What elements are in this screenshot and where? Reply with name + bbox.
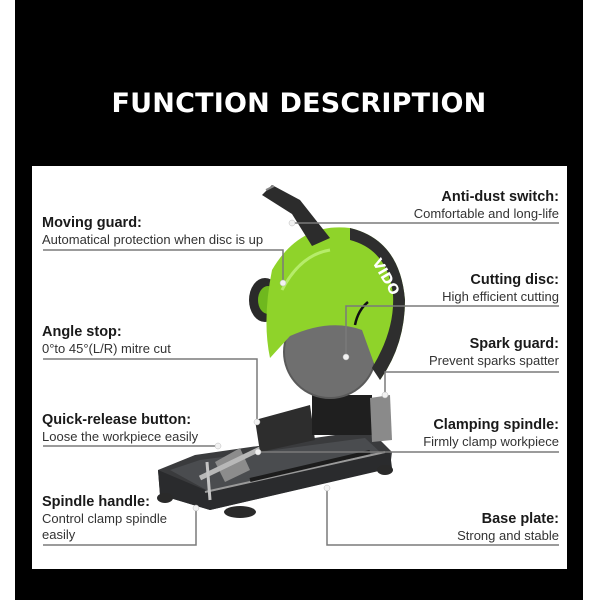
feature-description-cont: easily (42, 527, 76, 542)
feature-description: Prevent sparks spatter (428, 353, 559, 368)
arm-graphic (312, 395, 392, 442)
feature-cutting-disc: Cutting disc: High efficient cutting (442, 272, 559, 305)
feature-description: Firmly clamp workpiece (423, 434, 559, 449)
feature-description: Comfortable and long-life (413, 206, 559, 221)
feature-heading: Quick-release button: (42, 412, 192, 428)
feature-description: Automatical protection when disc is up (42, 232, 264, 247)
feature-description: Control clamp spindle (42, 511, 168, 526)
handle-graphic (262, 185, 330, 246)
feature-angle-stop: Angle stop: 0°to 45°(L/R) mitre cut (42, 324, 171, 357)
feature-heading: Clamping spindle: (433, 417, 559, 433)
leader-dots (192, 219, 389, 512)
feature-heading: Anti-dust switch: (441, 189, 559, 205)
feature-clamping-spindle: Clamping spindle: Firmly clamp workpiece (423, 417, 559, 450)
feature-base-plate: Base plate: Strong and stable (457, 511, 559, 544)
feature-description: High efficient cutting (442, 289, 559, 304)
feature-description: 0°to 45°(L/R) mitre cut (42, 341, 171, 356)
feature-heading: Base plate: (481, 511, 559, 527)
feature-heading: Spark guard: (469, 336, 559, 352)
leader-lines (43, 222, 559, 546)
feature-heading: Moving guard: (42, 215, 142, 231)
feature-heading: Angle stop: (42, 324, 122, 340)
feature-description: Loose the workpiece easily (42, 429, 199, 444)
feature-spark-guard: Spark guard: Prevent sparks spatter (429, 336, 559, 369)
page-title: FUNCTION DESCRIPTION (111, 88, 487, 119)
feature-anti-dust-switch: Anti-dust switch: Comfortable and long-l… (414, 189, 559, 222)
feature-moving-guard: Moving guard: Automatical protection whe… (42, 215, 263, 248)
feature-quick-release-button: Quick-release button: Loose the workpiec… (42, 412, 198, 445)
feature-heading: Spindle handle: (42, 494, 150, 510)
clamp-graphic (198, 405, 315, 501)
feature-description: Strong and stable (457, 528, 559, 543)
base-plate-graphic (157, 430, 393, 518)
feature-heading: Cutting disc: (470, 272, 559, 288)
feature-spindle-handle: Spindle handle: Control clamp spindle ea… (42, 494, 167, 543)
